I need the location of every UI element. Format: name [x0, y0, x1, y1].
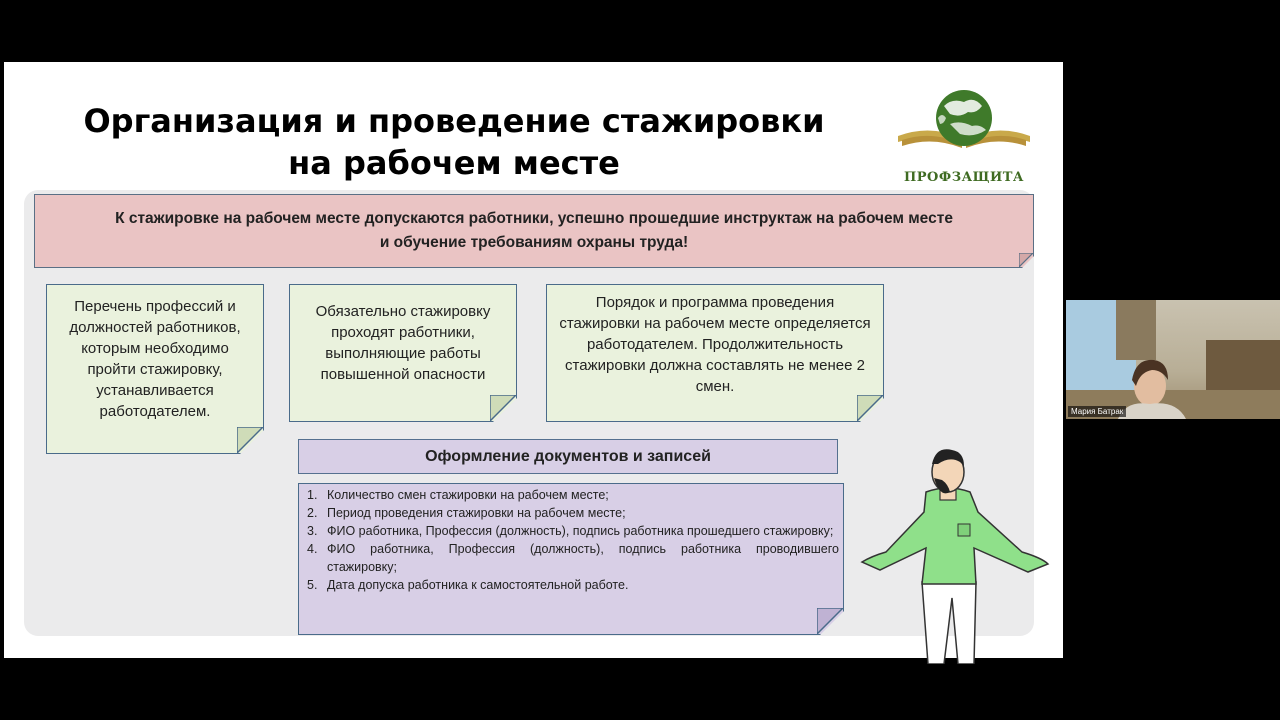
- admission-alert-box: К стажировке на рабочем месте допускаютс…: [34, 194, 1034, 268]
- note-procedure-duration: Порядок и программа проведения стажировк…: [546, 284, 884, 422]
- participant-video: [1066, 300, 1280, 419]
- note-2-text: Обязательно стажировку проходят работник…: [315, 303, 491, 383]
- docs-list-item: 4.ФИО работника, Профессия (должность), …: [307, 542, 839, 574]
- webcam-video-tile[interactable]: Мария Батрак: [1066, 300, 1280, 419]
- slide-title-line-2: на рабочем месте: [288, 144, 620, 182]
- globe-book-icon: [898, 90, 1030, 148]
- docs-list-box: 1.Количество смен стажировки на рабочем …: [298, 483, 844, 635]
- participant-name-label: Мария Батрак: [1068, 406, 1127, 417]
- presentation-slide: Организация и проведение стажировки на р…: [4, 62, 1063, 664]
- presenter-illustration: [860, 449, 1050, 664]
- docs-list: 1.Количество смен стажировки на рабочем …: [303, 486, 839, 594]
- alert-line-1: К стажировке на рабочем месте допускаютс…: [115, 210, 953, 227]
- note-professions-list: Перечень профессий и должностей работник…: [46, 284, 264, 454]
- docs-list-item: 3.ФИО работника, Профессия (должность), …: [307, 524, 834, 538]
- slide-title: Организация и проведение стажировки на р…: [34, 100, 874, 184]
- docs-section-header: Оформление документов и записей: [298, 439, 838, 474]
- note-1-text: Перечень профессий и должностей работник…: [69, 298, 241, 420]
- docs-list-item: 1.Количество смен стажировки на рабочем …: [307, 488, 609, 502]
- slide-title-line-1: Организация и проведение стажировки: [83, 102, 825, 140]
- docs-list-item: 2.Период проведения стажировки на рабоче…: [307, 506, 626, 520]
- alert-line-2: и обучение требованиям охраны труда!: [379, 234, 689, 251]
- note-3-text: Порядок и программа проведения стажировк…: [559, 293, 871, 395]
- profzashchita-logo: ПРОФЗАЩИТА: [890, 84, 1038, 194]
- note-hazardous-work: Обязательно стажировку проходят работник…: [289, 284, 517, 422]
- logo-text: ПРОФЗАЩИТА: [903, 170, 1025, 185]
- docs-list-item: 5.Дата допуска работника к самостоятельн…: [307, 578, 629, 592]
